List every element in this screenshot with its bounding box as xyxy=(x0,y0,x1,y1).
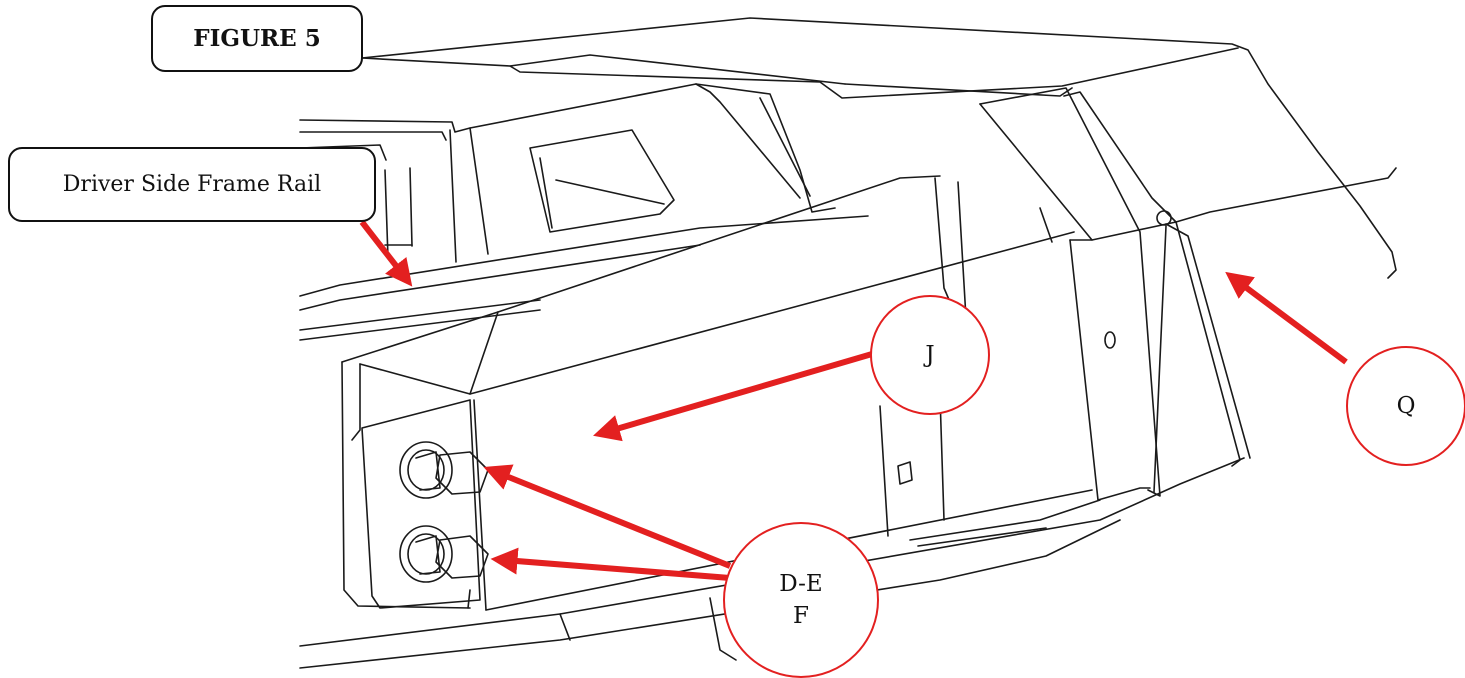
callout-def-line2: F xyxy=(793,603,809,629)
rail-label: Driver Side Frame Rail xyxy=(8,147,376,222)
def-lower-arrow xyxy=(490,547,731,581)
j-arrow xyxy=(593,351,873,442)
callout-j: J xyxy=(870,295,990,415)
callout-def: D-E F xyxy=(723,522,879,678)
main-tube xyxy=(341,175,941,363)
top-plate xyxy=(361,17,1397,279)
callout-j-letter: J xyxy=(925,342,935,368)
window-cutout xyxy=(529,129,675,233)
side-plate xyxy=(361,399,481,609)
bolt-head-upper xyxy=(399,441,489,499)
def-upper-arrow xyxy=(483,464,732,569)
callout-def-line1: D-E xyxy=(779,571,823,597)
rail-arrow xyxy=(359,220,413,287)
q-arrow xyxy=(1225,271,1348,365)
figure-label: FIGURE 5 xyxy=(151,5,363,72)
callout-q-letter: Q xyxy=(1396,393,1416,419)
driver-side-frame-rail xyxy=(299,215,869,297)
bolt-head-lower xyxy=(399,525,489,583)
callout-q: Q xyxy=(1346,346,1465,466)
